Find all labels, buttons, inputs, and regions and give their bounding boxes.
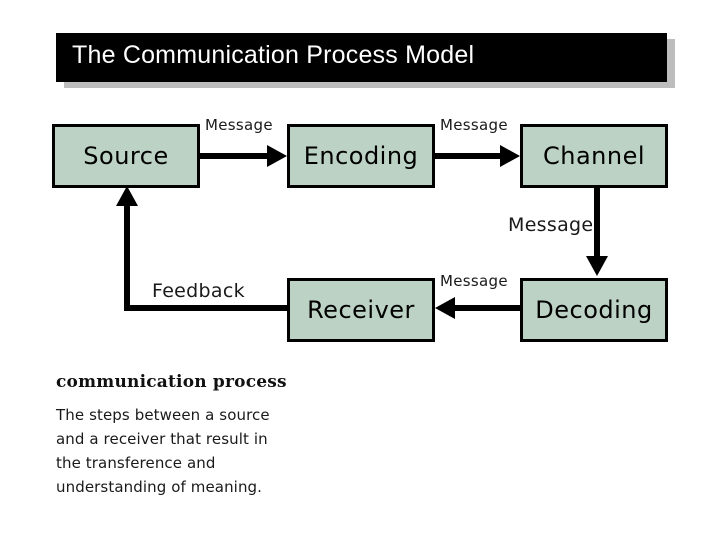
edge-channel-to-decoding-line: [594, 188, 600, 260]
diagram-node-source-label: Source: [83, 142, 169, 170]
definition-line-2: and a receiver that result in: [56, 430, 268, 448]
page-title: The Communication Process Model: [72, 41, 475, 69]
diagram-node-channel[interactable]: Channel: [520, 124, 668, 188]
diagram-node-receiver[interactable]: Receiver: [287, 278, 435, 342]
definition-line-1: The steps between a source: [56, 406, 270, 424]
definition-line-4: understanding of meaning.: [56, 478, 263, 496]
edge-label-channel-to-decoding: Message: [508, 214, 594, 236]
edge-feedback-arrowhead-icon: [116, 186, 138, 206]
diagram-node-channel-label: Channel: [542, 142, 646, 170]
edge-label-source-to-encoding: Message: [205, 116, 273, 134]
edge-source-to-encoding-arrowhead-icon: [267, 145, 287, 167]
edge-feedback-vertical-line: [124, 205, 130, 311]
definition-term: communication process: [56, 372, 287, 392]
diagram-node-decoding[interactable]: Decoding: [520, 278, 668, 342]
edge-encoding-to-channel-arrowhead-icon: [500, 145, 520, 167]
edge-source-to-encoding-line: [200, 153, 268, 159]
title-bar: [56, 33, 667, 82]
diagram-node-source[interactable]: Source: [52, 124, 200, 188]
edge-label-decoding-to-receiver: Message: [440, 272, 508, 290]
diagram-node-decoding-label: Decoding: [535, 296, 653, 324]
edge-channel-to-decoding-arrowhead-icon: [586, 256, 608, 276]
diagram-node-receiver-label: Receiver: [307, 296, 415, 324]
definition-line-3: the transference and: [56, 454, 216, 472]
diagram-node-encoding-label: Encoding: [303, 142, 419, 170]
edge-encoding-to-channel-line: [435, 153, 501, 159]
edge-feedback-horizontal-line: [124, 305, 289, 311]
edge-decoding-to-receiver-line: [455, 305, 520, 311]
edge-label-feedback: Feedback: [152, 280, 245, 302]
edge-label-encoding-to-channel: Message: [440, 116, 508, 134]
edge-decoding-to-receiver-arrowhead-icon: [435, 297, 455, 319]
diagram-node-encoding[interactable]: Encoding: [287, 124, 435, 188]
definition-body: The steps between a source and a receive…: [56, 403, 356, 499]
